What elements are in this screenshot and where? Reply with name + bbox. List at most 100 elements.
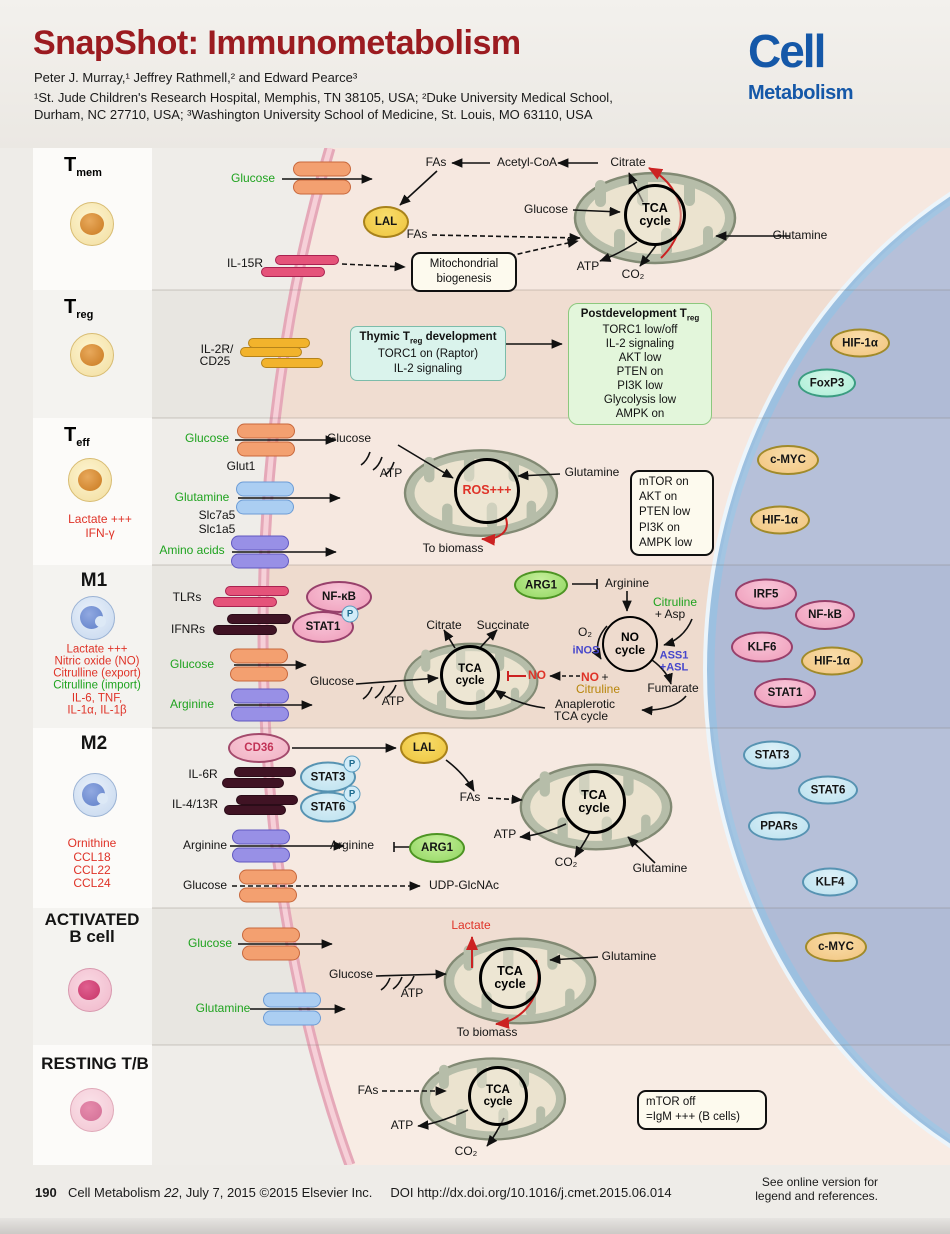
tmem-glucose-mid-label: Glucose [523, 202, 569, 217]
header: SnapShot: Immunometabolism Peter J. Murr… [0, 0, 950, 148]
authors: Peter J. Murray,¹ Jeffrey Rathmell,² and… [34, 70, 358, 85]
m1-klf6-badge: KLF6 [731, 631, 793, 663]
m1-arginine-label: Arginine [604, 576, 650, 591]
m2-secreted-1: Ornithine [67, 836, 117, 851]
m1-secreted-5: IL-6, TNF, [71, 692, 123, 705]
bcell-glucose-mid-label: Glucose [328, 967, 374, 982]
m2-stat3-nucleus-badge: STAT3 [743, 740, 801, 770]
bcell-glutamine-transporter [263, 990, 321, 1029]
cell-metabolism-logo: Metabolism [748, 82, 854, 104]
teff-glucose-mid-label: Glucose [326, 431, 372, 446]
m1-ifnrs-label: IFNRs [171, 622, 205, 637]
teff-glucose-import-label: Glucose [184, 431, 230, 446]
resting-fas-label: FAs [357, 1083, 379, 1098]
m1-hif1a-badge: HIF-1α [801, 646, 863, 676]
cell-logo: Cell [748, 25, 826, 77]
teff-glutamine-label: Glutamine [564, 465, 620, 480]
m1-arginine-transporter [231, 686, 289, 725]
m1-tlrs-label: TLRs [172, 590, 202, 605]
m2-glucose-import-label: Glucose [182, 878, 228, 893]
teff-biomass-label: To biomass [422, 541, 484, 556]
tmem-glutamine-label: Glutamine [772, 228, 828, 243]
m1-ifnr-receptor [213, 625, 277, 635]
tmem-co2-label: CO₂ [621, 267, 645, 282]
m1-secreted-2: Nitric oxide (NO) [54, 655, 140, 668]
m1-cell-icon [71, 596, 115, 640]
tmem-il15r-receptor [275, 255, 339, 265]
m2-glutamine-label: Glutamine [632, 861, 688, 876]
m2-atp-label: ATP [493, 827, 517, 842]
m1-no-product-label: NO [581, 670, 599, 685]
m2-cell-icon [73, 773, 117, 817]
treg-il2r-label-2: CD25 [199, 354, 231, 369]
phospho-badge: P [341, 605, 359, 623]
page-title: SnapShot: Immunometabolism [33, 24, 521, 62]
m2-il413r-receptor [224, 805, 286, 815]
m1-glucose-transporter [230, 646, 288, 685]
m2-stat6-badge: STAT6 [300, 791, 356, 823]
bcell-cmyc-badge: c-MYC [805, 932, 867, 962]
m1-nfkb-badge: NF-κB [306, 581, 372, 613]
teff-hif1a-badge: HIF-1α [750, 505, 810, 535]
phospho-badge: P [343, 785, 361, 803]
m2-cd36-receptor: CD36 [228, 733, 290, 763]
m1-glucose-import-label: Glucose [169, 657, 215, 672]
citation: Cell Metabolism 22, July 7, 2015 ©2015 E… [68, 1185, 672, 1200]
m1-secreted-3: Citrulline (export) [53, 667, 141, 680]
tmem-atp-label: ATP [576, 259, 600, 274]
row-label-m1: M1 [80, 570, 108, 592]
tmem-glucose-transporter [293, 159, 351, 198]
tmem-fas-label: FAs [425, 155, 447, 170]
m1-secreted-4: Citrulline (import) [53, 679, 141, 692]
m2-fas-label: FAs [459, 790, 481, 805]
m1-secreted-6: IL-1α, IL-1β [67, 704, 127, 717]
bcell-biomass-label: To biomass [456, 1025, 518, 1040]
affiliation-line-1: ¹St. Jude Children's Research Hospital, … [34, 90, 613, 105]
m2-secreted-3: CCL22 [73, 863, 111, 878]
tmem-il15r-label: IL-15R [226, 256, 264, 271]
teff-cmyc-badge: c-MYC [757, 445, 819, 475]
m2-udpglcnac-label: UDP-GlcNAc [428, 878, 500, 893]
tmem-citrate-label: Citrate [610, 155, 646, 170]
teff-cell-icon [68, 458, 112, 502]
m2-arginine-mid-label: Arginine [329, 838, 375, 853]
row-label-tmem: Tmem [64, 154, 102, 179]
page-number: 190 [35, 1185, 57, 1200]
phospho-badge: P [343, 755, 361, 773]
treg-hif1a-badge: HIF-1α [830, 328, 890, 358]
m2-arginine-import-label: Arginine [182, 838, 228, 853]
m1-anaplerotic-label-1: Anaplerotic [554, 697, 616, 712]
m1-asl-label: +ASL [659, 661, 689, 674]
tmem-cell-icon [70, 202, 114, 246]
teff-glutamine-import-label: Glutamine [174, 490, 230, 505]
m2-il6r-receptor [234, 767, 296, 777]
bcell-glutamine-import-label: Glutamine [195, 1001, 251, 1016]
m1-irf5-badge: IRF5 [735, 578, 797, 610]
row-label-m2: M2 [80, 733, 108, 755]
treg-cell-icon [70, 333, 114, 377]
m2-secreted-2: CCL18 [73, 850, 111, 865]
teff-slc7a5-label: Slc7a5 [198, 508, 236, 523]
teff-ros-circle: ROS+++ [454, 458, 520, 524]
m1-o2-label: O₂ [578, 625, 592, 640]
row-label-teff: Teff [64, 424, 90, 449]
m2-il6r-receptor [222, 778, 284, 788]
m2-stat6-nucleus-badge: STAT6 [798, 775, 858, 805]
m1-inos-label: iNOS [572, 644, 600, 657]
m1-ass1-label: ASS1 [659, 649, 689, 662]
teff-glutamine-transporter [236, 479, 294, 518]
m2-il413r-receptor [236, 795, 298, 805]
tmem-lal-enzyme: LAL [363, 206, 409, 238]
resting-co2-label: CO₂ [454, 1144, 478, 1159]
doi-link: DOI http://dx.doi.org/10.1016/j.cmet.201… [390, 1185, 672, 1200]
teff-atp-label: ATP [379, 466, 403, 481]
m1-citruline-import-label: Citruline [652, 595, 698, 610]
m2-ppars-badge: PPARs [748, 811, 810, 841]
treg-il2r-label-1: IL-2R/ [200, 342, 234, 357]
